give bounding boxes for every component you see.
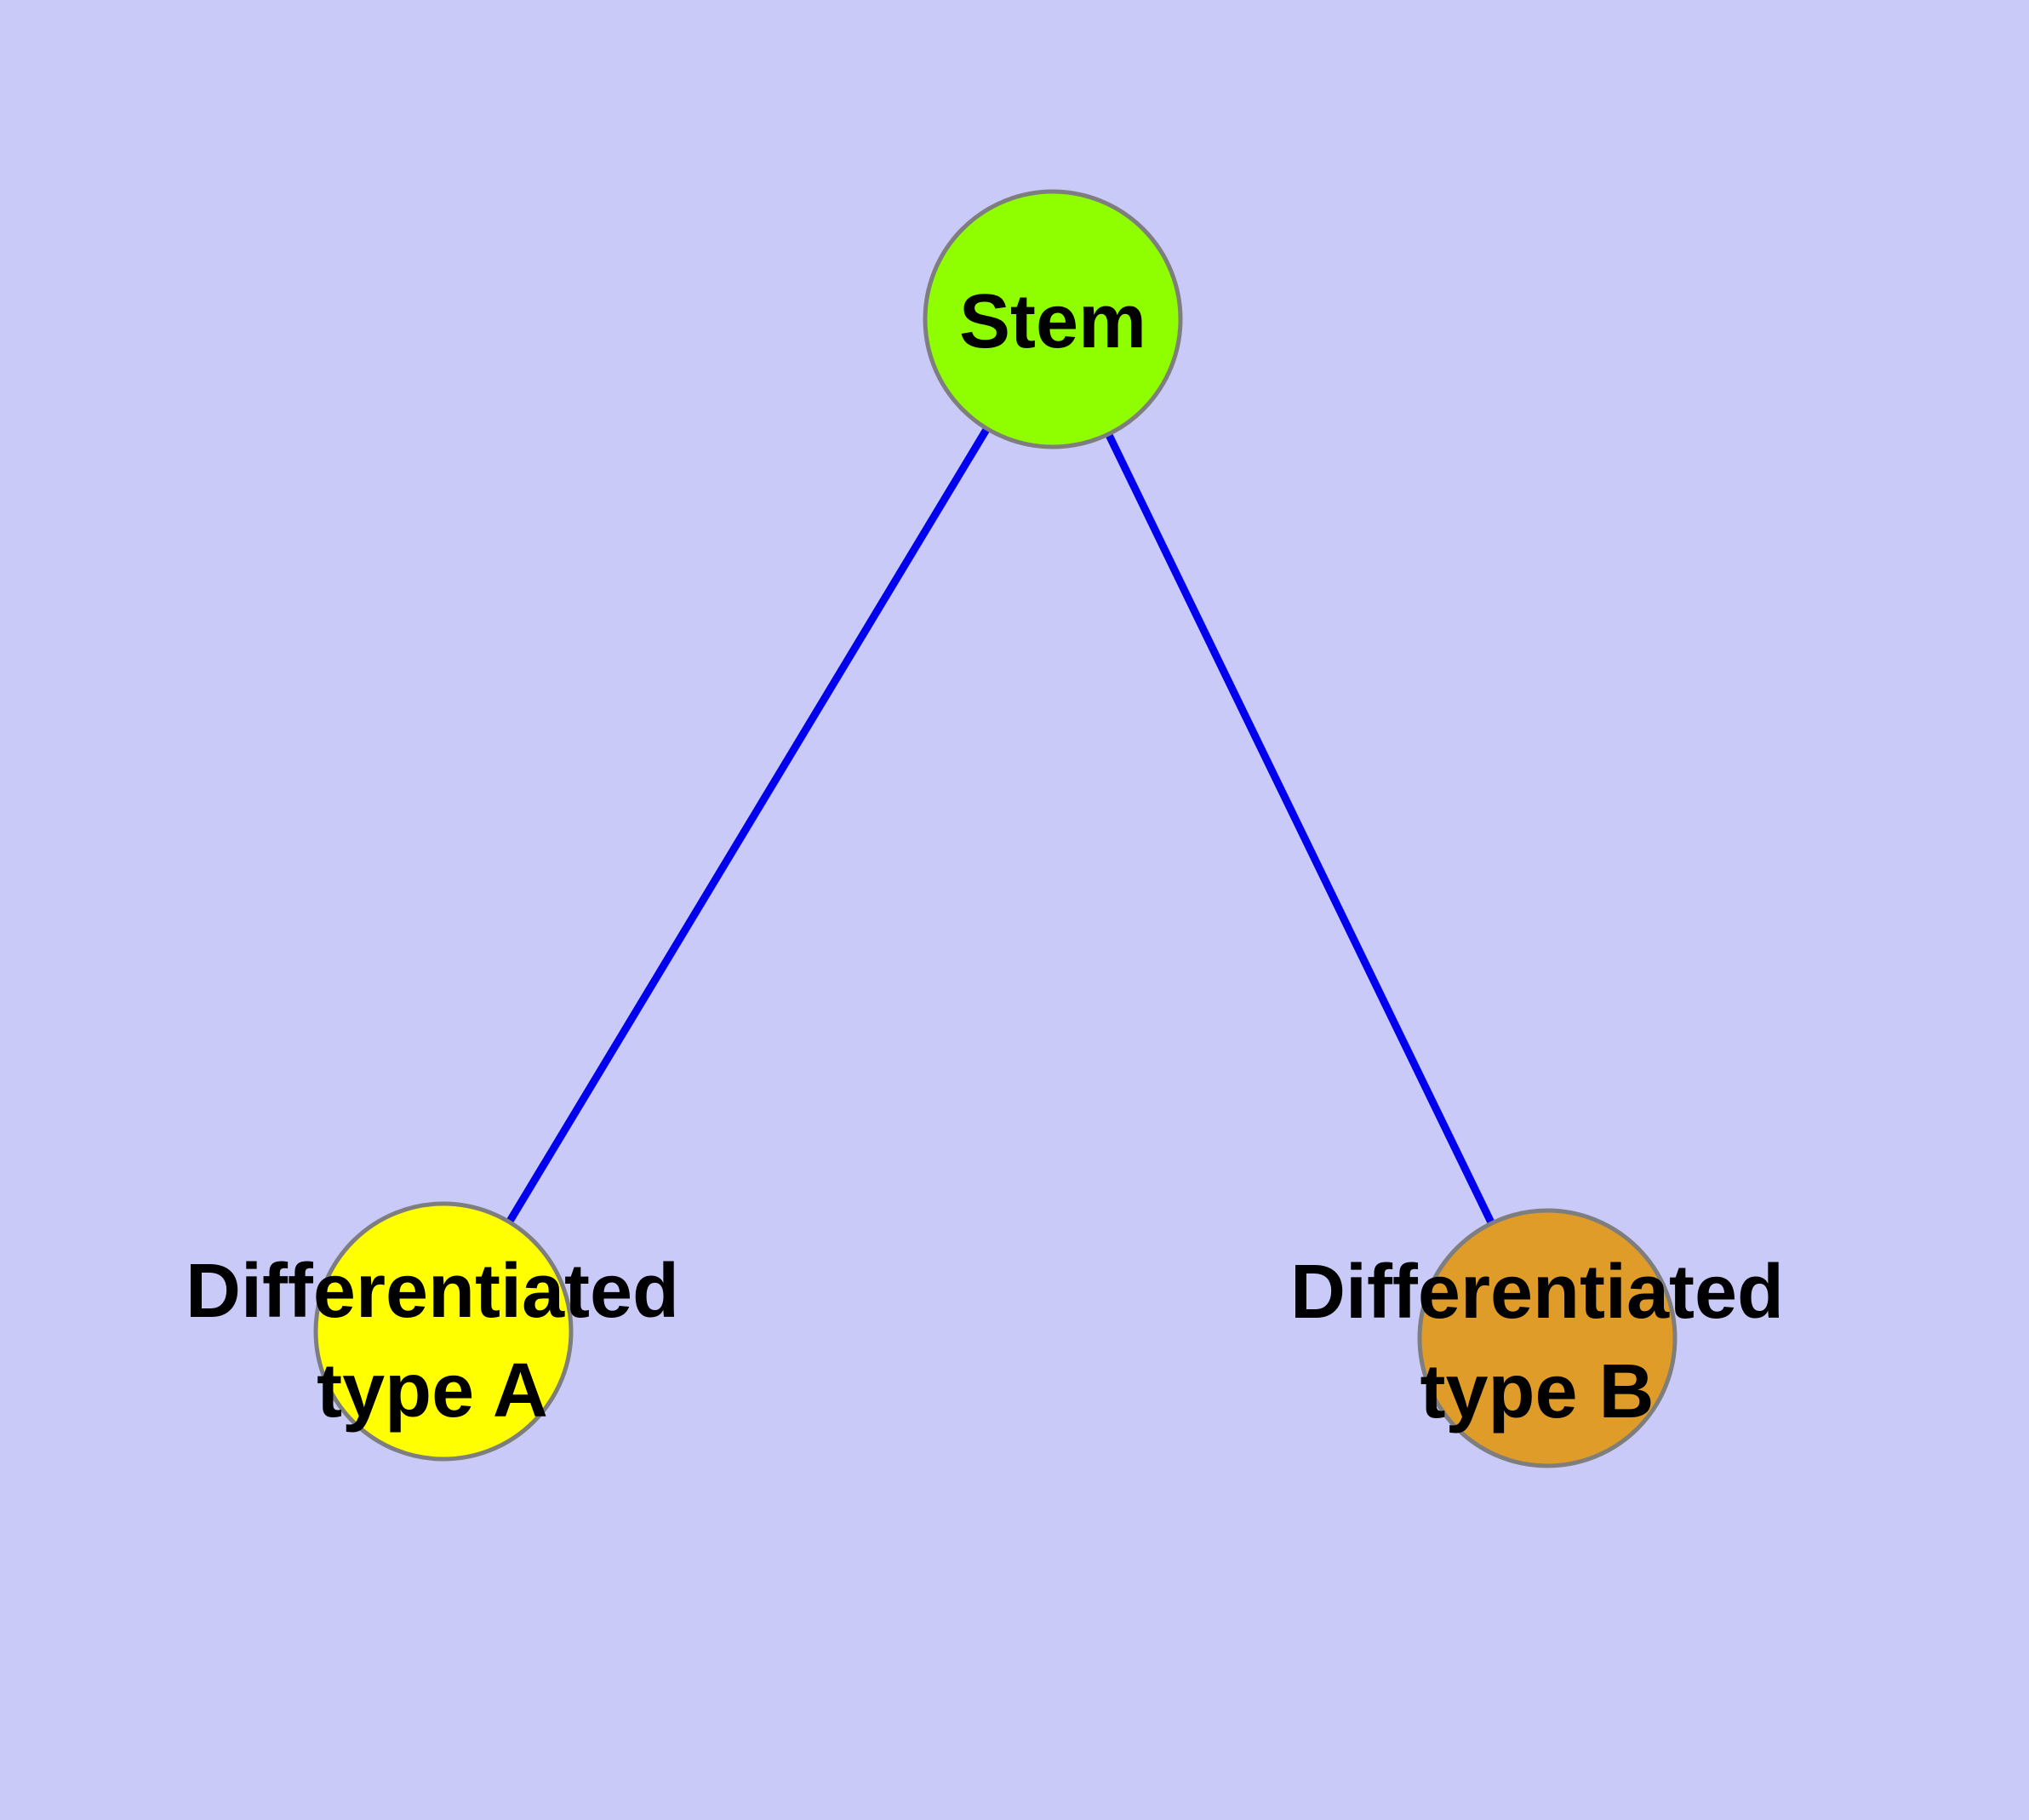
differentiated-type-b-node (1417, 1208, 1677, 1468)
stem-node-label: Stem (959, 279, 1146, 364)
stem-node (923, 189, 1183, 449)
differentiated-type-b-label-line2: type B (1420, 1349, 1654, 1434)
differentiated-type-a-node (313, 1201, 574, 1462)
edge-stem-to-type-b (1049, 318, 1552, 1340)
differentiated-type-a-label-line2: type A (317, 1348, 548, 1434)
differentiated-type-a-label-line1: Differentiated (186, 1249, 679, 1334)
edge-stem-to-type-a (440, 317, 1056, 1334)
differentiated-type-b-label-line1: Differentiated (1290, 1250, 1784, 1335)
